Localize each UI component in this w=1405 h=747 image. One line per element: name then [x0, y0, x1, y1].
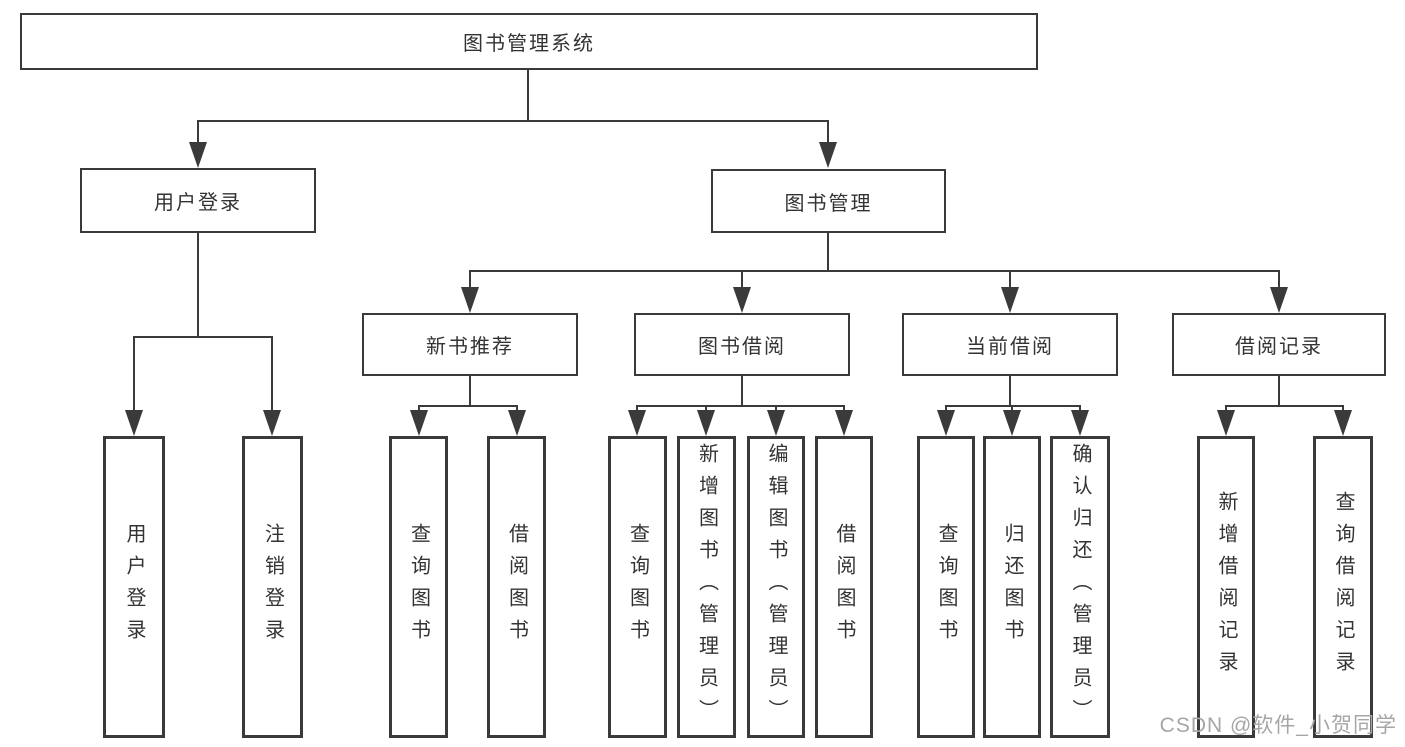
connector-arrowhead: [1334, 410, 1352, 436]
connector-arrowhead: [1270, 287, 1288, 313]
connector-line: [418, 405, 518, 407]
connector-line: [636, 405, 844, 407]
node-label: 归还图书: [1001, 523, 1023, 651]
node-query-borrow-record: 查询借阅记录: [1313, 436, 1373, 738]
node-label: 借阅图书: [833, 523, 855, 651]
node-borrow-books: 借阅图书: [815, 436, 873, 738]
node-label: 用户登录: [154, 192, 242, 214]
connector-line: [133, 336, 273, 338]
node-label: 查询图书: [626, 523, 649, 651]
node-confirm-return-admin: 确认归还（管理员）: [1050, 436, 1110, 738]
connector-line: [1225, 405, 1343, 407]
connector-line: [133, 336, 135, 414]
node-label: 当前借阅: [966, 336, 1054, 358]
connector-arrowhead: [125, 410, 143, 436]
connector-arrowhead: [461, 287, 479, 313]
connector-line: [197, 120, 829, 122]
connector-line: [469, 375, 471, 405]
connector-line: [469, 270, 471, 289]
node-borrow-books: 借阅图书: [487, 436, 546, 738]
connector-line: [827, 233, 829, 270]
connector-arrowhead: [410, 410, 428, 436]
node-return-book: 归还图书: [983, 436, 1041, 738]
node-label: 借阅图书: [505, 523, 528, 651]
node-label: 注销登录: [261, 523, 284, 651]
node-label: 编辑图书（管理员）: [765, 443, 787, 731]
node-library-management-system: 图书管理系统: [20, 13, 1038, 70]
node-label: 查询图书: [935, 523, 957, 651]
node-query-books: 查询图书: [917, 436, 975, 738]
watermark: CSDN @软件_小贺同学: [1159, 714, 1397, 737]
connector-arrowhead: [1071, 410, 1089, 436]
node-label: 用户登录: [123, 523, 145, 651]
connector-line: [741, 270, 743, 289]
connector-arrowhead: [508, 410, 526, 436]
connector-line: [527, 68, 529, 120]
node-user-login-leaf: 用户登录: [103, 436, 165, 738]
node-label: 查询借阅记录: [1332, 491, 1354, 683]
node-label: 新增图书（管理员）: [695, 443, 718, 731]
connector-arrowhead: [1003, 410, 1021, 436]
connector-line: [741, 375, 743, 405]
connector-arrowhead: [835, 410, 853, 436]
connector-arrowhead: [819, 142, 837, 168]
node-logout: 注销登录: [242, 436, 303, 738]
connector-line: [469, 270, 1280, 272]
connector-arrowhead: [1001, 287, 1019, 313]
node-label: 确认归还（管理员）: [1069, 443, 1091, 731]
connector-arrowhead: [767, 410, 785, 436]
connector-line: [271, 336, 273, 414]
node-add-borrow-record: 新增借阅记录: [1197, 436, 1255, 738]
node-borrowing-records: 借阅记录: [1172, 313, 1386, 376]
connector-line: [1009, 270, 1011, 289]
connector-arrowhead: [189, 142, 207, 168]
node-label: 查询图书: [407, 523, 430, 651]
node-label: 图书借阅: [698, 336, 786, 358]
node-label: 借阅记录: [1235, 336, 1323, 358]
connector-line: [1278, 270, 1280, 289]
node-user-login: 用户登录: [80, 168, 316, 233]
connector-arrowhead: [628, 410, 646, 436]
node-query-books: 查询图书: [389, 436, 448, 738]
connector-arrowhead: [733, 287, 751, 313]
node-label: 图书管理: [784, 192, 873, 215]
node-label: 新增借阅记录: [1215, 491, 1237, 683]
connector-arrowhead: [1217, 410, 1235, 436]
node-new-book-recommendation: 新书推荐: [362, 313, 578, 376]
node-label: 新书推荐: [426, 336, 514, 358]
node-add-book-admin: 新增图书（管理员）: [677, 436, 736, 738]
connector-line: [197, 233, 199, 336]
node-edit-book-admin: 编辑图书（管理员）: [747, 436, 805, 738]
node-label: 图书管理系统: [463, 33, 595, 55]
node-current-borrowing: 当前借阅: [902, 313, 1118, 376]
connector-line: [1278, 375, 1280, 405]
node-book-borrowing: 图书借阅: [634, 313, 850, 376]
connector-line: [827, 120, 829, 146]
node-book-management: 图书管理: [711, 169, 946, 233]
connector-arrowhead: [697, 410, 715, 436]
node-query-books: 查询图书: [608, 436, 667, 738]
connector-line: [1009, 375, 1011, 405]
connector-arrowhead: [937, 410, 955, 436]
connector-line: [197, 120, 199, 146]
connector-arrowhead: [263, 410, 281, 436]
